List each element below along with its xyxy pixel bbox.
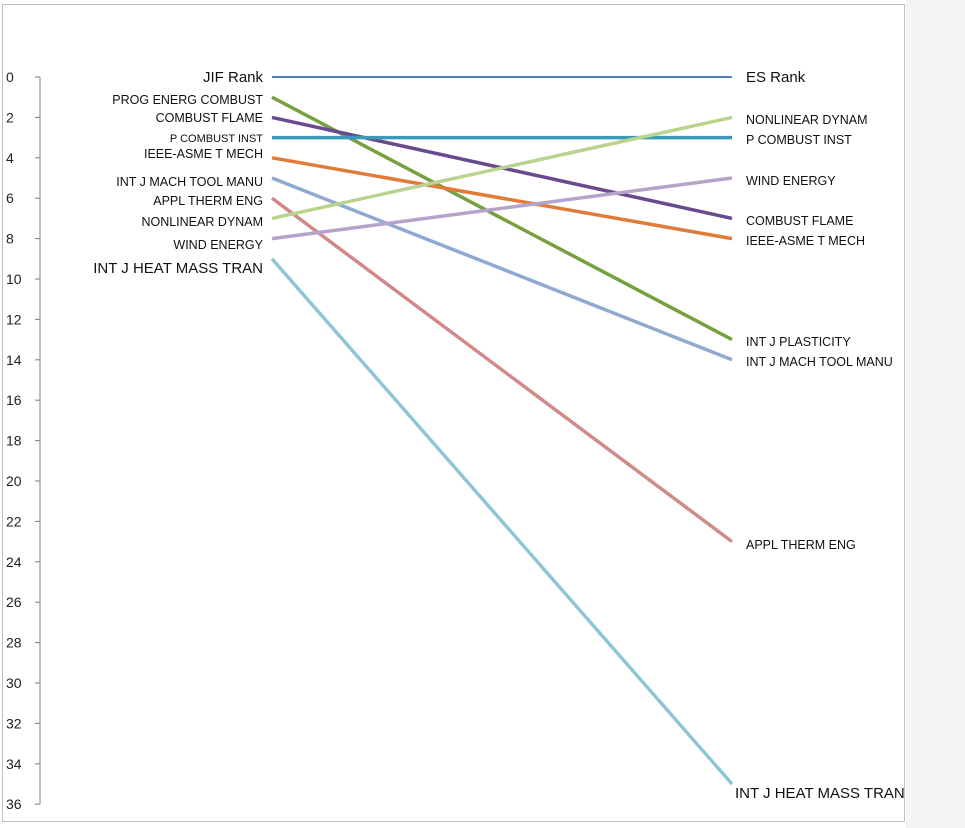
right-label: IEEE-ASME T MECH (746, 234, 865, 248)
y-tick-label: 28 (6, 635, 22, 651)
y-tick-label: 36 (6, 796, 22, 812)
left-label: INT J HEAT MASS TRAN (93, 260, 263, 277)
right-label: NONLINEAR DYNAM (746, 113, 868, 127)
y-tick-label: 20 (6, 473, 22, 489)
right-label: P COMBUST INST (746, 133, 852, 147)
y-tick-label: 0 (6, 69, 14, 85)
chart-frame (2, 4, 905, 822)
left-label: JIF Rank (203, 69, 264, 86)
right-label: INT J PLASTICITY (746, 335, 851, 349)
right-label: INT J HEAT MASS TRAN (735, 785, 905, 802)
left-label: APPL THERM ENG (153, 194, 263, 208)
left-label: P COMBUST INST (170, 133, 263, 145)
left-label: WIND ENERGY (173, 238, 263, 252)
right-label: APPL THERM ENG (746, 538, 856, 552)
y-tick-label: 2 (6, 109, 14, 125)
series-line (271, 156, 733, 241)
right-label: INT J MACH TOOL MANU (746, 355, 893, 369)
right-label: WIND ENERGY (746, 174, 836, 188)
y-tick-label: 6 (6, 190, 14, 206)
right-label: ES Rank (746, 69, 806, 86)
y-tick-label: 16 (6, 392, 22, 408)
left-label: NONLINEAR DYNAM (141, 215, 263, 229)
series-line (270, 196, 734, 544)
right-label: COMBUST FLAME (746, 214, 853, 228)
series-line (271, 115, 733, 221)
series-line (271, 176, 733, 241)
y-tick-label: 32 (6, 715, 22, 731)
left-label: COMBUST FLAME (156, 111, 263, 125)
y-tick-label: 8 (6, 231, 14, 247)
left-label: PROG ENERG COMBUST (112, 93, 263, 107)
y-tick-label: 30 (6, 675, 22, 691)
y-tick-label: 14 (6, 352, 22, 368)
y-tick-label: 34 (6, 756, 22, 772)
y-tick-label: 10 (6, 271, 22, 287)
series-line (270, 257, 734, 786)
y-tick-label: 4 (6, 150, 14, 166)
y-tick-label: 24 (6, 554, 22, 570)
y-tick-label: 18 (6, 433, 22, 449)
page-margin (906, 0, 965, 828)
y-tick-label: 22 (6, 513, 22, 529)
left-label: IEEE-ASME T MECH (144, 147, 263, 161)
series-line (271, 176, 733, 362)
y-tick-label: 12 (6, 311, 22, 327)
y-tick-label: 26 (6, 594, 22, 610)
left-label: INT J MACH TOOL MANU (116, 175, 263, 189)
